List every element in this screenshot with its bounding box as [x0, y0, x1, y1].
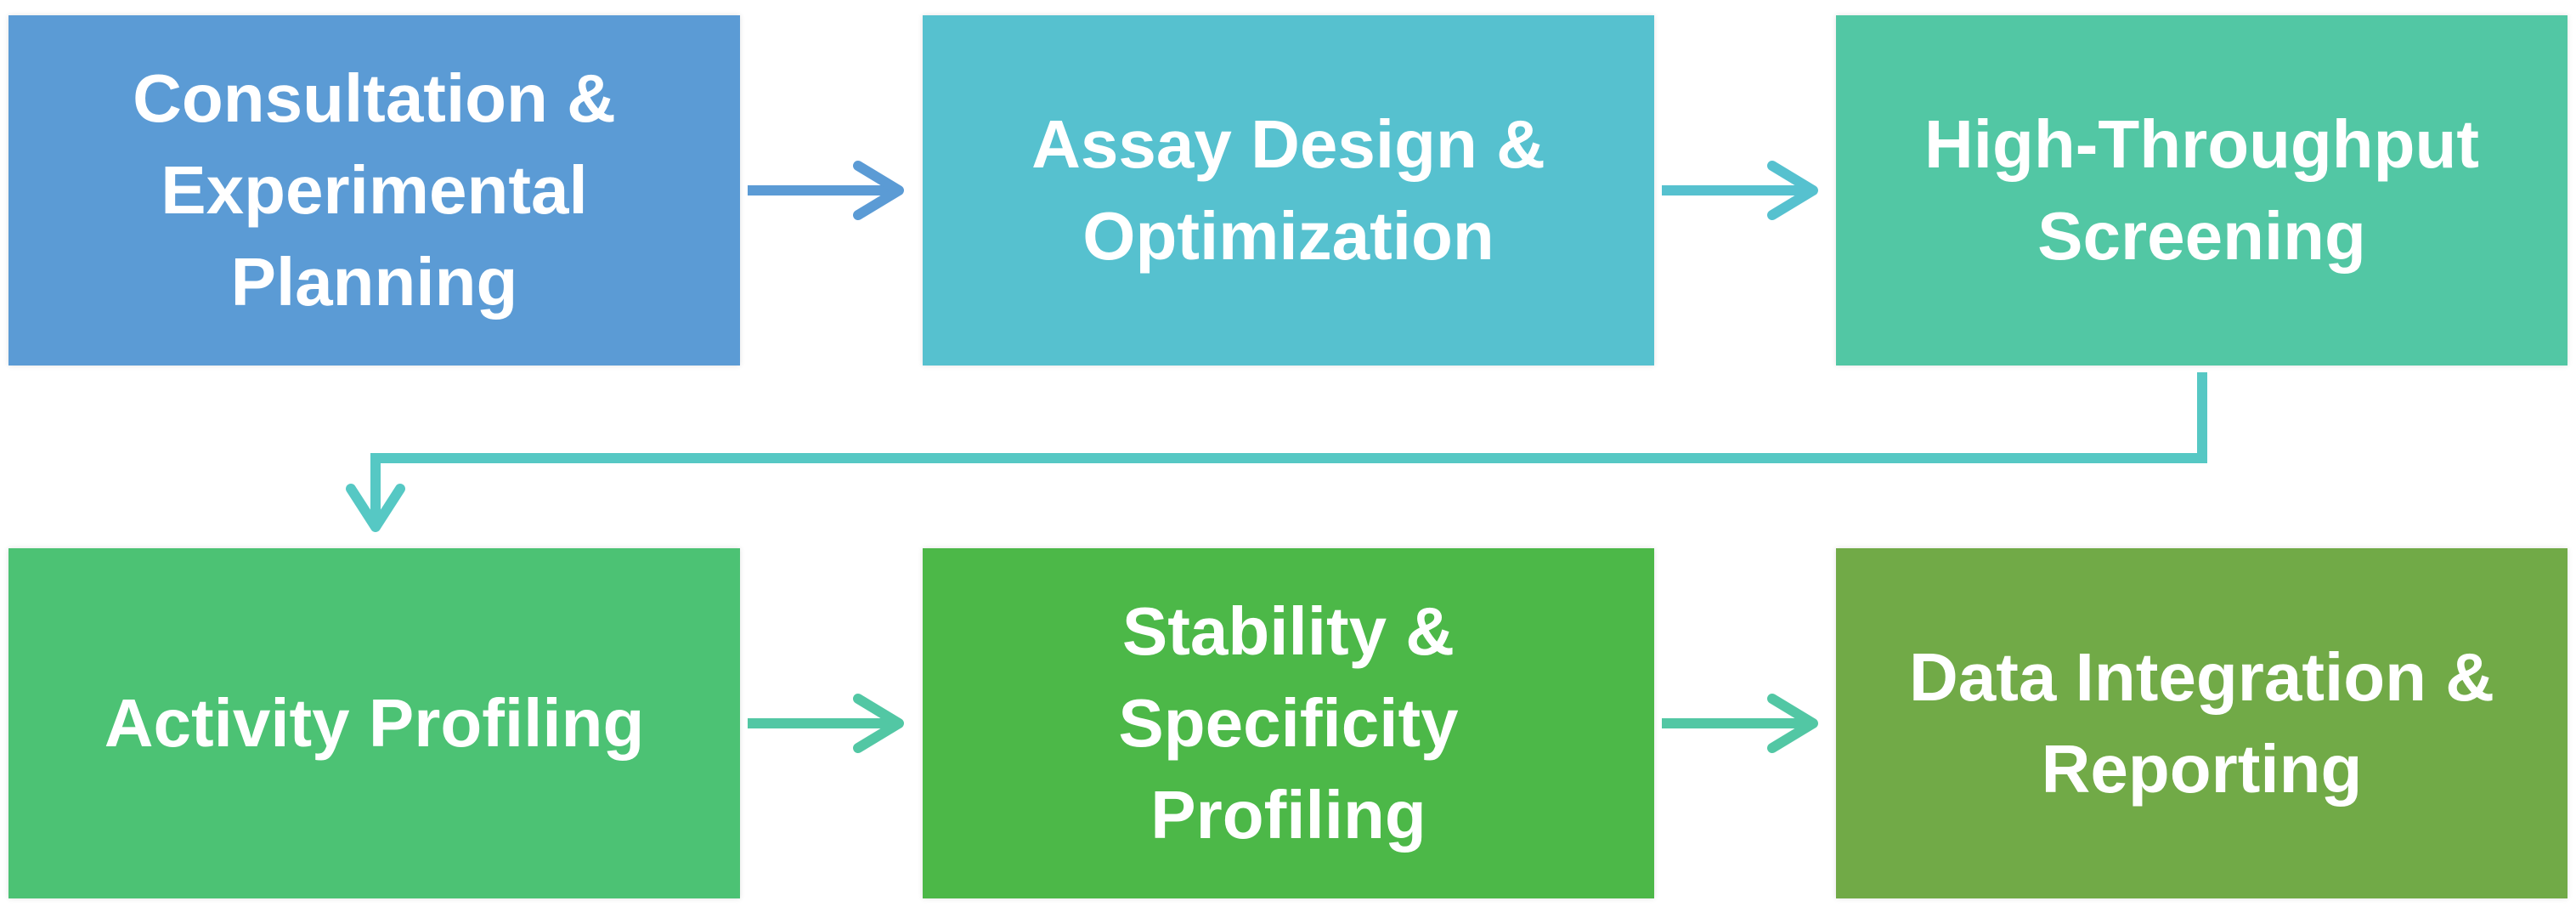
- arrow-screening-to-activity: [346, 372, 2207, 532]
- step-consultation-planning: Consultation & Experimental Planning: [8, 15, 740, 366]
- step-stability-specificity-profiling: Stability & Specificity Profiling: [923, 548, 1654, 898]
- step-data-integration-reporting: Data Integration & Reporting: [1836, 548, 2568, 898]
- arrow-consultation-to-assay: [748, 161, 904, 220]
- arrow-activity-to-stability: [748, 694, 904, 753]
- step-high-throughput-screening: High-Throughput Screening: [1836, 15, 2568, 366]
- arrow-assay-to-screening: [1662, 161, 1818, 220]
- arrow-stability-to-reporting: [1662, 694, 1818, 753]
- step-activity-profiling: Activity Profiling: [8, 548, 740, 898]
- step-assay-design-optimization: Assay Design & Optimization: [923, 15, 1654, 366]
